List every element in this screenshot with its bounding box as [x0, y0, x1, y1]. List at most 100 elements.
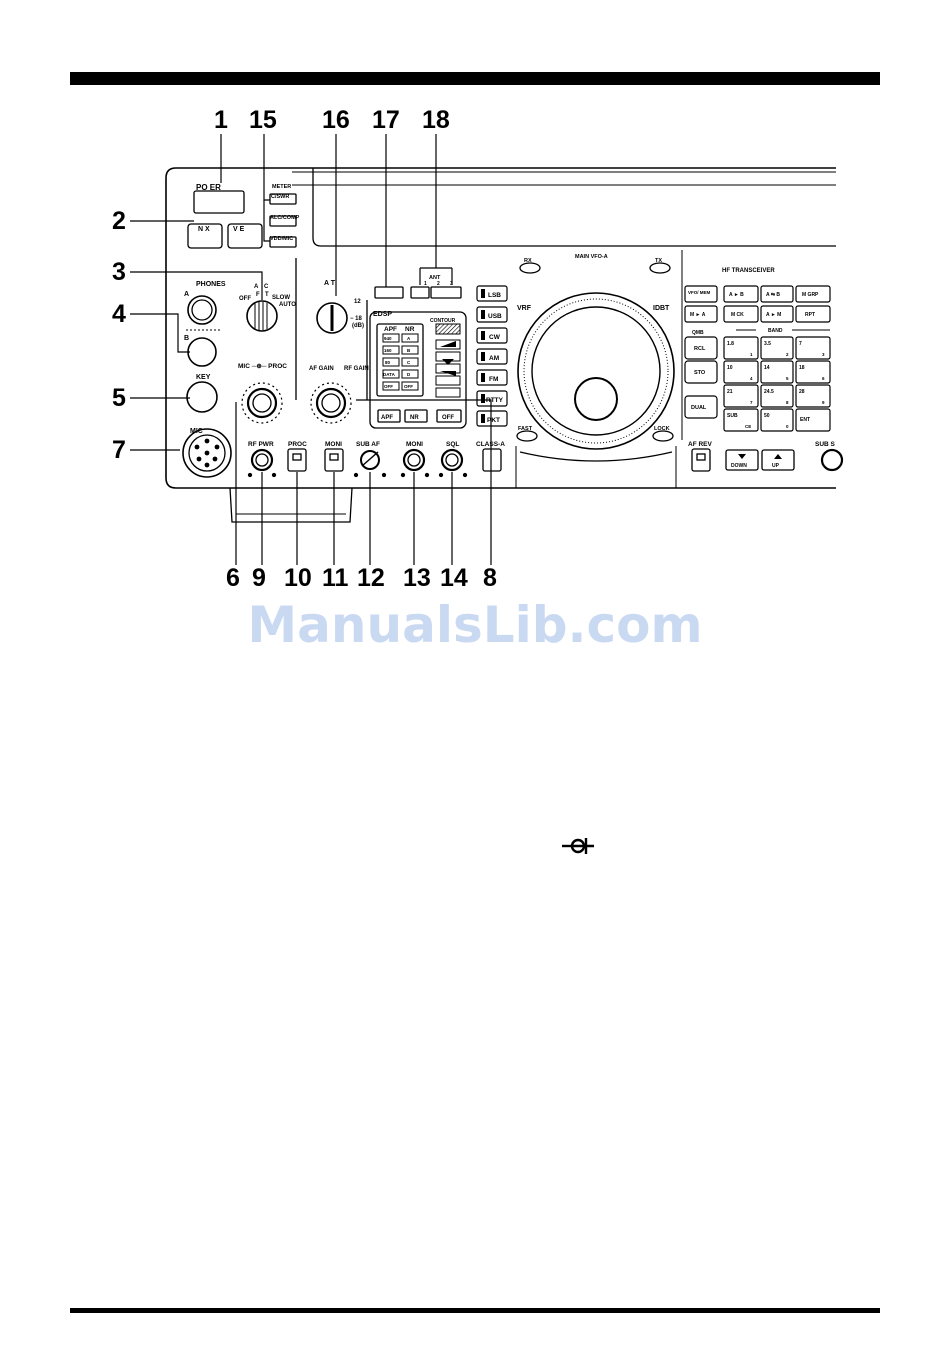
- panel-label: 9: [822, 400, 825, 405]
- panel-label: B: [407, 348, 411, 353]
- callout-18: 18: [422, 106, 450, 134]
- panel-label: IDBT: [653, 305, 670, 312]
- class-a-switch: [482, 448, 502, 472]
- edsp-panel: [369, 311, 467, 429]
- apf-button: [377, 409, 401, 423]
- label-att-12: 12: [354, 299, 361, 305]
- meter-cswr-button: [269, 193, 297, 205]
- label-vox: V E: [233, 226, 245, 233]
- panel-label: 160: [384, 348, 392, 353]
- callout-16: 16: [322, 106, 350, 134]
- sto-key: [684, 360, 718, 384]
- label-agc-a: A: [254, 284, 259, 290]
- callout-17: 17: [372, 106, 400, 134]
- label-mic: MIC: [190, 428, 203, 435]
- panel-label: RCL: [694, 346, 706, 352]
- panel-label: 5: [786, 376, 789, 381]
- label-att-18: − 18: [350, 316, 363, 322]
- dsp-off-button: [436, 409, 462, 423]
- panel-label: DOWN: [731, 463, 747, 469]
- mic-connector: [182, 428, 232, 478]
- panel-label: SUB: [727, 413, 738, 419]
- callout-4: 4: [112, 300, 126, 328]
- panel-label: 3: [822, 352, 825, 357]
- rpt-key: [795, 305, 831, 323]
- label-agc-auto: AUTO: [279, 302, 296, 308]
- moni-knob: [402, 448, 426, 472]
- panel-label: A ► M: [766, 312, 781, 318]
- label-agc-t: T: [265, 292, 269, 298]
- panel-label: APF: [381, 415, 393, 421]
- panel-label: OFF: [384, 384, 393, 389]
- panel-label: 24.5: [764, 389, 774, 395]
- panel-label: NR: [410, 415, 419, 421]
- panel-label: 1: [750, 352, 753, 357]
- callout-8: 8: [483, 564, 497, 592]
- label-apf: APF: [384, 326, 397, 333]
- label-af-gain: AF GAIN: [309, 366, 334, 372]
- nr-button: [404, 409, 428, 423]
- panel-label: A ⇆ B: [766, 291, 780, 298]
- callout-3: 3: [112, 258, 126, 286]
- rx-indicator: [519, 262, 541, 274]
- main-dial-ring: [517, 292, 675, 450]
- coax-connector-icon: [562, 838, 594, 854]
- panel-label: SQL: [446, 441, 459, 448]
- m-ck-key: [723, 305, 759, 323]
- header-rule: [70, 72, 880, 85]
- panel-label: OFF: [442, 415, 454, 421]
- agc-knob: [246, 300, 278, 332]
- panel-label: M ► A: [690, 312, 706, 318]
- phones-a-jack: [187, 295, 217, 325]
- panel-label: RTTY: [486, 397, 504, 404]
- callout-2: 2: [112, 207, 126, 235]
- callout-9: 9: [252, 564, 266, 592]
- callout-6: 6: [226, 564, 240, 592]
- panel-label: 3.5: [764, 341, 771, 347]
- rf-pwr-knob: [250, 448, 274, 472]
- label-cswr: C/SWR: [271, 194, 289, 200]
- display-window-outline: [312, 168, 836, 247]
- label-power: PO ER: [196, 183, 221, 192]
- panel-label: VRF: [517, 305, 532, 312]
- panel-label: FM: [489, 376, 498, 383]
- callout-11: 11: [322, 564, 349, 592]
- label-main-vfo: MAIN VFO-A: [575, 254, 608, 260]
- panel-label: RF PWR: [248, 441, 274, 448]
- label-agc-off: OFF: [239, 296, 251, 302]
- a-to-m-key: [760, 305, 794, 323]
- panel-label: FAST: [518, 426, 533, 432]
- panel-label: DATA: [383, 372, 396, 377]
- moni-switch: [324, 448, 344, 472]
- mode-fm-button: [476, 369, 508, 386]
- label-key: KEY: [196, 374, 211, 381]
- footer-rule: [70, 1308, 880, 1313]
- label-hf-transceiver: HF TRANSCEIVER: [722, 268, 775, 274]
- panel-label: 18: [799, 365, 805, 371]
- label-att: A T: [324, 280, 336, 287]
- panel-label: LSB: [488, 292, 501, 299]
- panel-label: TX: [655, 258, 662, 264]
- panel-label: D: [407, 372, 411, 377]
- panel-label: STO: [694, 370, 706, 376]
- mode-cw-button: [476, 327, 508, 344]
- ant-1-button: [410, 286, 430, 299]
- panel-label: 80: [385, 360, 391, 365]
- panel-label: LOCK: [654, 426, 670, 432]
- label-nb: N X: [198, 226, 210, 233]
- nb-button: [187, 223, 223, 249]
- label-rf-gain: RF GAIN: [344, 366, 369, 372]
- label-nr: NR: [405, 326, 415, 333]
- dial-finger-grip: [574, 377, 618, 421]
- panel-label: UP: [772, 463, 780, 469]
- callout-13: 13: [403, 564, 431, 592]
- mode-lsb-button: [476, 285, 508, 302]
- panel-label: 4: [750, 376, 753, 381]
- label-vddmic: VDD/MIC: [270, 236, 293, 242]
- panel-label: 21: [727, 389, 733, 395]
- panel-label: SUB AF: [356, 441, 380, 448]
- callout-15: 15: [249, 106, 277, 134]
- panel-label: 2: [786, 352, 789, 357]
- mode-rtty-button: [476, 390, 508, 407]
